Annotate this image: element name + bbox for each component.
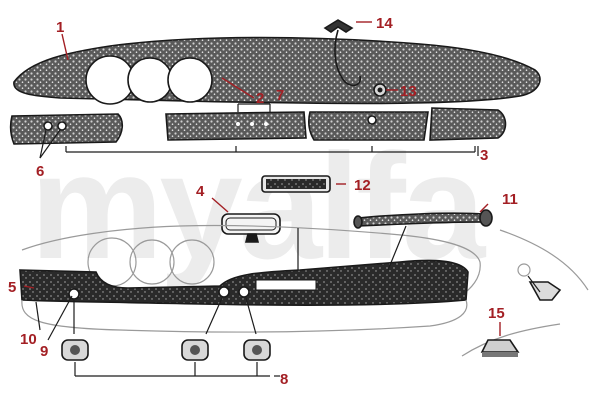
right-trim-panel-a (308, 111, 429, 141)
grab-rod (353, 209, 493, 229)
knob-left (61, 339, 89, 361)
bracket-line-8 (74, 362, 270, 377)
callout-2: 2 (256, 90, 264, 107)
callout-9: 9 (40, 343, 48, 360)
callout-14: 14 (376, 15, 393, 32)
callout-13: 13 (400, 83, 417, 100)
callout-7: 7 (276, 87, 284, 104)
small-knob (373, 83, 387, 97)
dashboard-top-cover (13, 36, 541, 105)
callout-5: 5 (8, 279, 16, 296)
knob-middle (181, 339, 209, 361)
center-trim-panel (165, 111, 307, 141)
knob-right (243, 339, 271, 361)
rear-view-mirror (221, 213, 281, 243)
callout-11: 11 (502, 191, 518, 208)
callout-10: 10 (20, 331, 37, 348)
callout-1: 1 (56, 19, 64, 36)
gear-lever-sketch (461, 229, 589, 357)
bracket-line-3 (65, 146, 476, 153)
callout-8: 8 (280, 371, 288, 388)
leader-lines (23, 21, 501, 377)
callout-3: 3 (480, 147, 488, 164)
callout-4: 4 (196, 183, 205, 200)
badge-plate (261, 175, 331, 193)
shift-cap (480, 339, 520, 357)
left-trim-panel (9, 113, 124, 145)
callout-6: 6 (36, 163, 44, 180)
wire-clip (323, 19, 362, 87)
callout-12: 12 (354, 177, 371, 194)
assembled-dashboard (19, 224, 481, 333)
callout-15: 15 (488, 305, 505, 322)
right-trim-panel-b (429, 107, 507, 141)
